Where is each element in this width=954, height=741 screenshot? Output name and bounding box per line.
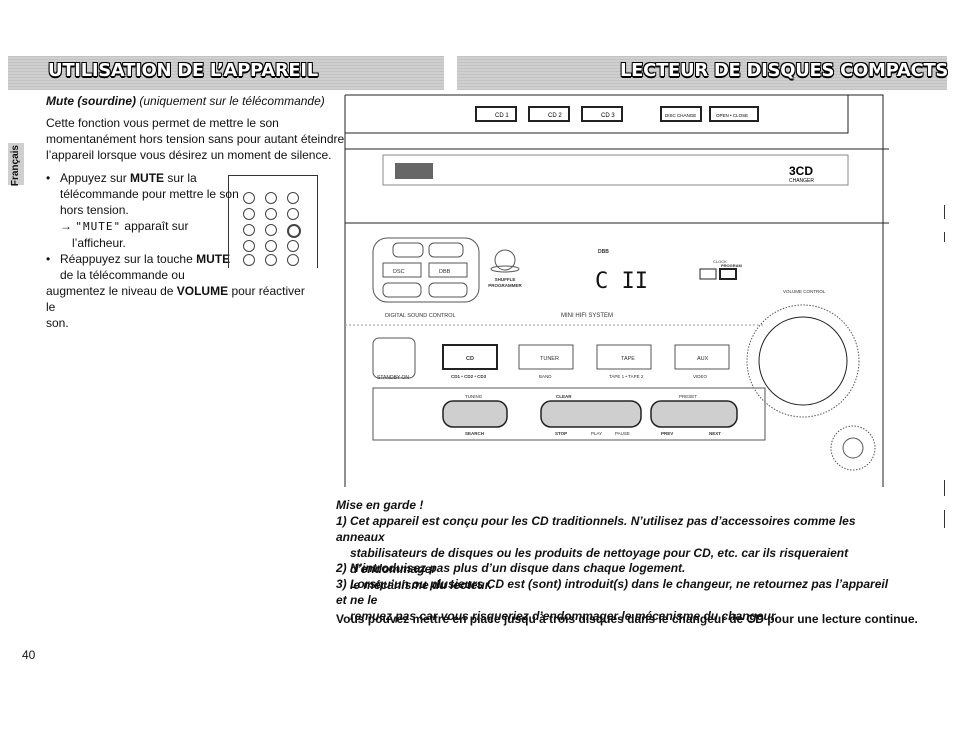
margin-mark	[944, 480, 945, 496]
next-label: NEXT	[709, 431, 721, 436]
standby-label: STANDBY ON	[377, 375, 409, 381]
source-tuner-sub: BAND	[539, 374, 552, 379]
remote-illustration	[228, 175, 318, 268]
step-2: • Réappuyez sur la touche MUTE de la tél…	[46, 252, 231, 282]
margin-mark	[944, 232, 945, 242]
disc-change-label: DISC CHANGE	[665, 113, 696, 118]
source-aux-label: AUX	[697, 356, 709, 362]
section-title-right: LECTEUR DE DISQUES COMPACTS	[620, 60, 949, 81]
source-tape-sub: TAPE 1 • TAPE 2	[609, 374, 644, 379]
mute-steps: • Appuyez sur MUTE sur la télécommande p…	[46, 170, 306, 331]
header-bar-left	[8, 56, 444, 90]
dsc-button-label: DSC	[393, 269, 405, 275]
final-note: Vous pouvez mettre en place jusqu’à troi…	[336, 612, 918, 626]
dbb-button-label: DBB	[439, 269, 451, 275]
mute-intro: Cette fonction vous permet de mettre le …	[46, 116, 345, 162]
play-label: PLAY	[591, 431, 602, 436]
mute-heading: Mute (sourdine) (uniquement sur le téléc…	[46, 94, 325, 108]
language-tab: Français	[8, 143, 24, 186]
shuffle-label: SHUFFLE	[495, 277, 516, 282]
margin-mark	[944, 510, 945, 528]
programmer-label: PROGRAMMER	[488, 283, 522, 288]
page-number: 40	[22, 648, 36, 662]
prev-label: PREV	[661, 431, 673, 436]
source-cd-label: CD	[466, 356, 474, 362]
step-1: • Appuyez sur MUTE sur la télécommande p…	[46, 170, 306, 251]
margin-mark	[944, 205, 945, 219]
step-2-continuation: augmentez le niveau de VOLUME pour réact…	[46, 284, 305, 330]
open-close-label: OPEN • CLOSE	[716, 113, 748, 118]
section-title-left: UTILISATION DE L’APPAREIL	[48, 60, 318, 81]
cd1-slot-label: CD 1	[495, 113, 509, 119]
preset-label: PRESET	[679, 394, 697, 399]
warning-item-2: 2) N’introduisez pas plus d’un disque da…	[336, 561, 686, 575]
cd3-slot-label: CD 3	[601, 113, 615, 119]
search-label: SEARCH	[465, 431, 484, 436]
dbb-indicator: DBB	[598, 249, 609, 255]
mini-hifi-label: MINI HIFI SYSTEM	[561, 313, 613, 319]
source-aux-sub: VIDEO	[693, 374, 708, 379]
warning-item-3: 3) Lorsqu’un ou plusieurs CD est (sont) …	[336, 577, 889, 623]
stop-label: STOP	[555, 431, 567, 436]
digital-sound-control-label: DIGITAL SOUND CONTROL	[385, 313, 456, 319]
mute-display-note: → "MUTE" apparaît sur	[60, 219, 189, 233]
source-tuner-label: TUNER	[540, 356, 559, 362]
display-readout: C II	[595, 269, 648, 294]
header-bar-right	[457, 56, 947, 90]
warning-item-1: 1) Cet appareil est conçu pour les CD tr…	[336, 514, 856, 592]
mute-subtitle: (uniquement sur le télécommande)	[139, 94, 325, 108]
changer-label: CHANGER	[789, 178, 814, 184]
source-tape-label: TAPE	[621, 356, 635, 362]
mute-title: Mute (sourdine)	[46, 94, 136, 108]
logo-3cd: 3CD	[789, 164, 813, 178]
tuning-label: TUNING	[465, 394, 483, 399]
pause-label: PAUSE	[615, 431, 630, 436]
source-cd-sub: CD1 • CD2 • CD3	[451, 374, 487, 379]
warning-title: Mise en garde !	[336, 498, 424, 512]
clear-label: CLEAR	[556, 394, 572, 399]
program-label: PROGRAM	[721, 263, 743, 268]
volume-control-label: VOLUME CONTROL	[783, 289, 826, 294]
clock-label: CLOCK	[713, 259, 727, 264]
cd2-slot-label: CD 2	[548, 113, 562, 119]
mini-hifi-illustration: CD 1 CD 2 CD 3 DISC CHANGE OPEN • CLOSE …	[344, 94, 889, 487]
